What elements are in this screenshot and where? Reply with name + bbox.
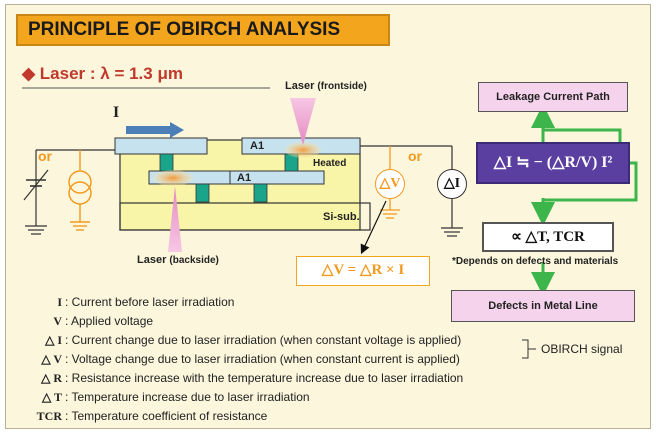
- legend-row: △ T: Temperature increase due to laser i…: [41, 390, 310, 404]
- slide-title: PRINCIPLE OF OBIRCH ANALYSIS: [16, 14, 390, 46]
- voltage-meter-icon: △V: [375, 169, 405, 199]
- current-label: I: [113, 104, 120, 121]
- laser-backside-label: Laser (backside): [137, 254, 219, 266]
- current-arrow: [126, 122, 184, 138]
- or-label-right: or: [408, 148, 422, 164]
- metal-line-bottom-right: [229, 170, 325, 185]
- current-source-icon: [68, 170, 92, 194]
- defects-metal-line-box: Defects in Metal Line: [451, 290, 635, 322]
- heated-spot-back: [153, 170, 193, 186]
- legend-row: △ I: Current change due to laser irradia…: [45, 333, 462, 347]
- via: [253, 183, 268, 203]
- si-sub-label: Si-sub.: [323, 211, 360, 223]
- current-meter-icon: △I: [437, 169, 467, 199]
- metal-line-top-left: [114, 137, 208, 155]
- legend-row: TCR: Temperature coefficient of resistan…: [36, 409, 268, 423]
- heated-spot-front: [285, 142, 321, 158]
- legend-row: I: Current before laser irradiation: [57, 295, 235, 309]
- delta-i-formula-box: △I ≒ − (△R/V) I²: [476, 142, 630, 184]
- via: [159, 153, 174, 172]
- a1-top-label: A1: [250, 140, 265, 152]
- laser-frontside-label: Laser (frontside): [285, 80, 367, 92]
- laser-wavelength-heading: ◆ Laser : λ = 1.3 μm: [22, 64, 183, 83]
- legend-row: V: Applied voltage: [53, 314, 154, 328]
- depends-note: *Depends on defects and materials: [452, 256, 619, 267]
- leakage-current-box: Leakage Current Path: [478, 82, 628, 112]
- flow-arrow-down: [543, 161, 638, 202]
- legend-row: △ V: Voltage change due to laser irradia…: [41, 352, 460, 366]
- a1-bottom-label: A1: [237, 172, 252, 184]
- obirch-signal-label: OBIRCH signal: [541, 342, 623, 356]
- laser-beam-back: [168, 186, 182, 252]
- dv-formula-box: △V = △R × I: [296, 256, 430, 286]
- si-substrate: [119, 202, 371, 231]
- or-label-left: or: [38, 148, 52, 164]
- signal-bracket: [522, 339, 529, 359]
- via: [195, 183, 210, 203]
- heated-label: Heated: [313, 158, 347, 169]
- proportional-box: ∝ △T, TCR: [482, 222, 614, 252]
- laser-beam-front: [290, 98, 316, 145]
- dv-pointer-arrow: [360, 200, 387, 255]
- legend-row: △ R: Resistance increase with the temper…: [41, 371, 464, 385]
